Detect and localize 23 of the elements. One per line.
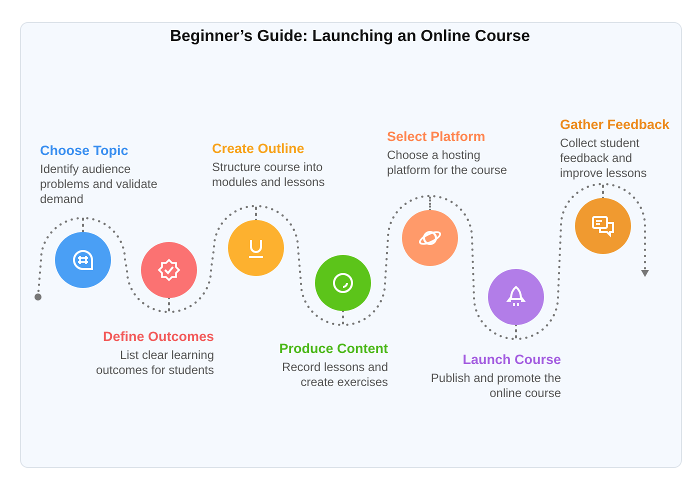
step-heading: Launch Course <box>462 352 561 367</box>
step-description: Collect student feedback and improve lessons <box>560 136 648 181</box>
dotted-path <box>514 182 604 340</box>
step-heading: Choose Topic <box>40 143 128 158</box>
dotted-path <box>428 194 518 340</box>
dotted-path <box>342 194 432 326</box>
dotted-path <box>602 182 649 278</box>
dotted-path <box>34 216 84 300</box>
step-description: Publish and promote the online course <box>430 371 561 401</box>
diagram-title: Beginner’s Guide: Launching an Online Course <box>168 28 532 46</box>
step-description: Identify audience problems and validate demand <box>40 162 158 207</box>
dotted-path <box>254 204 344 326</box>
step-heading: Create Outline <box>212 141 304 156</box>
step-heading: Select Platform <box>387 129 486 144</box>
step-description: Record lessons and create exercises <box>280 360 388 390</box>
dotted-path <box>82 216 170 314</box>
step-description: Choose a hosting platform for the course <box>387 148 508 178</box>
step-heading: Define Outcomes <box>102 329 214 344</box>
step-heading: Produce Content <box>279 341 388 356</box>
step-heading: Gather Feedback <box>560 117 670 132</box>
step-description: List clear learning outcomes for students <box>94 348 214 378</box>
step-description: Structure course into modules and lessons <box>212 160 326 190</box>
dotted-path <box>168 204 258 314</box>
